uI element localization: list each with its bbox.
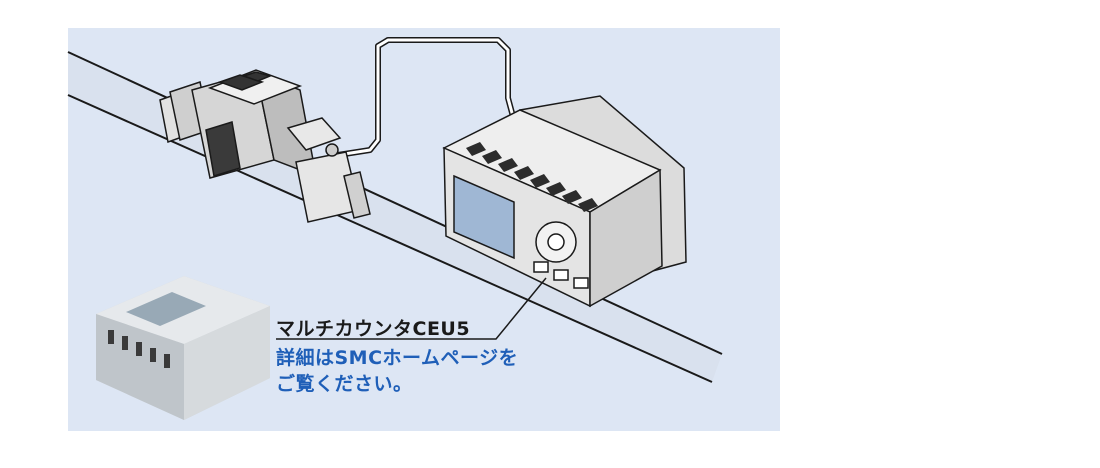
caption-title: マルチカウンタCEU5: [276, 318, 471, 340]
digital-flow-switch-icon: [159, 69, 371, 223]
counter-product-photo-icon: [96, 276, 270, 420]
caption-leader-line: [276, 277, 547, 340]
caption-note-line1: 詳細はSMCホームページを: [276, 347, 519, 369]
counter-display-screen: [453, 174, 515, 260]
terminal-block: [466, 142, 598, 212]
caption-note-line2: ご覧ください。: [276, 373, 413, 395]
multi-counter-unit-icon: [442, 95, 687, 308]
